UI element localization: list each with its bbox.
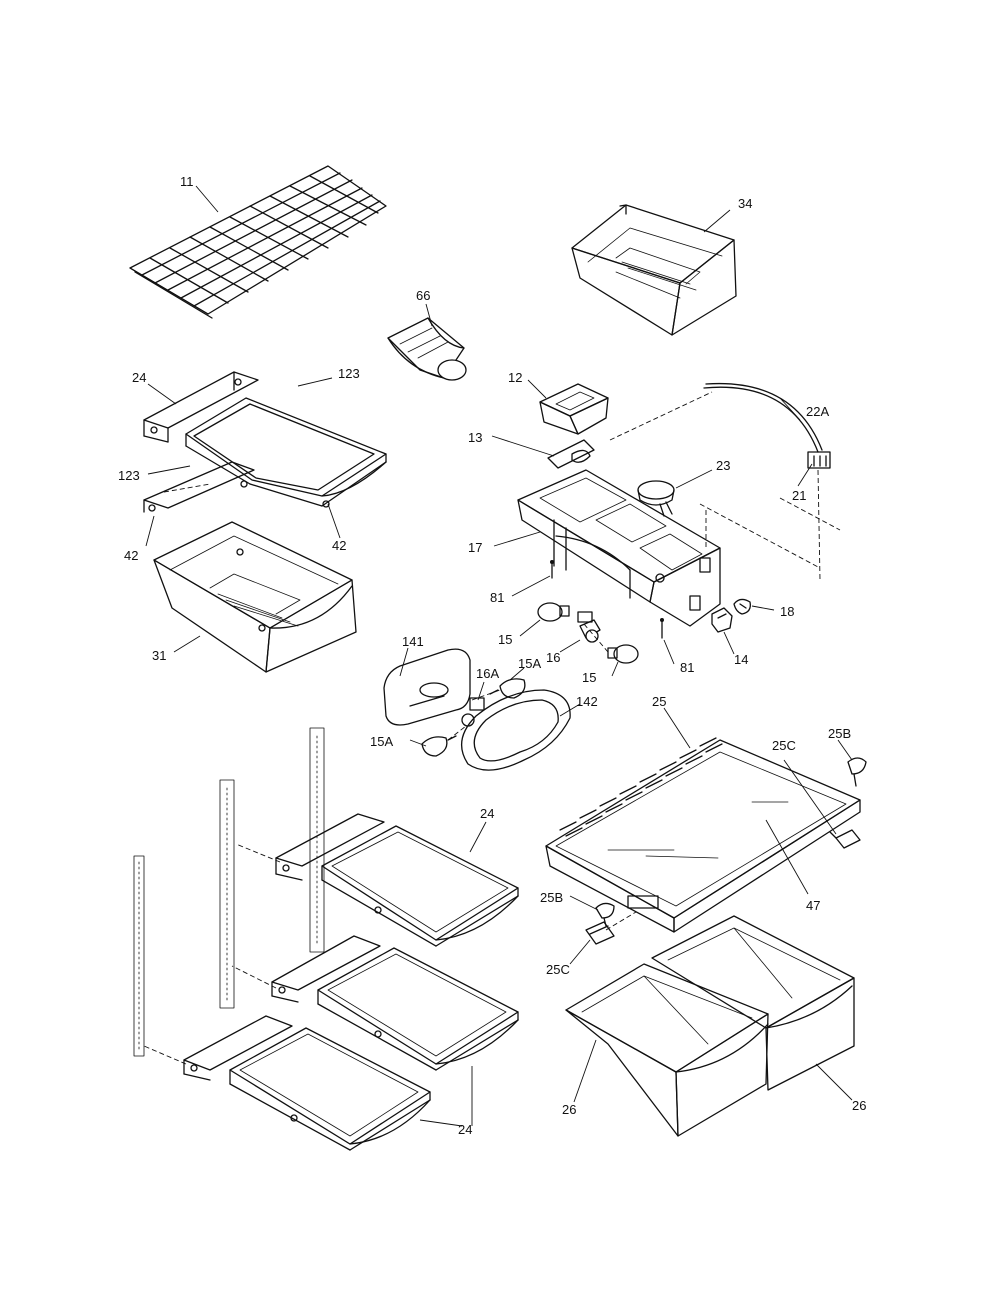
callout-15-right: 15 <box>582 670 596 685</box>
callout-15-left: 15 <box>498 632 512 647</box>
callout-142: 142 <box>576 694 598 709</box>
callout-17: 17 <box>468 540 482 555</box>
light-panel <box>383 648 471 726</box>
socket-16 <box>577 611 601 643</box>
bulb-15A-lower <box>421 735 457 757</box>
callout-123-upper: 123 <box>338 366 360 381</box>
callout-25C-right: 25C <box>772 738 796 753</box>
callout-12: 12 <box>508 370 522 385</box>
crisper-cover <box>545 737 861 933</box>
callout-16: 16 <box>546 650 560 665</box>
leader-lines <box>145 185 853 1127</box>
callout-24-bottom-shelf: 24 <box>458 1122 472 1137</box>
callout-26-right: 26 <box>852 1098 866 1113</box>
cover-clip-right <box>847 757 867 787</box>
screw-81-left <box>550 560 554 579</box>
callout-14: 14 <box>734 652 748 667</box>
wire-shelf <box>129 165 387 319</box>
light-housing <box>517 469 721 627</box>
glass-shelf-middle <box>271 935 519 1071</box>
control-cable <box>703 382 823 453</box>
bulb-15-right <box>607 644 639 664</box>
callout-26-left: 26 <box>562 1102 576 1117</box>
crisper-drawer-right <box>651 915 855 1091</box>
callout-25C-left: 25C <box>546 962 570 977</box>
cover-bracket-right <box>829 829 861 849</box>
callout-42-right: 42 <box>332 538 346 553</box>
light-lens-ring <box>460 689 571 771</box>
callout-15A-upper: 15A <box>518 656 541 671</box>
callout-23: 23 <box>716 458 730 473</box>
callout-123-lower: 123 <box>118 468 140 483</box>
callout-labels: 11 34 66 24 123 123 42 42 31 12 13 22A 2… <box>118 174 866 1137</box>
assembly-lines <box>143 391 841 1065</box>
clip-14 <box>711 607 733 633</box>
small-tray <box>387 317 467 381</box>
large-drawer <box>143 461 357 673</box>
cover-bracket-left <box>585 921 615 945</box>
callout-66: 66 <box>416 288 430 303</box>
callout-24-top-shelf: 24 <box>480 806 494 821</box>
callout-21: 21 <box>792 488 806 503</box>
glass-shelf-bottom <box>183 1015 431 1151</box>
light-cover-piece <box>547 439 595 469</box>
callout-81-right: 81 <box>680 660 694 675</box>
callout-18: 18 <box>780 604 794 619</box>
callout-25B-right: 25B <box>828 726 851 741</box>
small-bin <box>571 204 737 336</box>
upper-glass-shelf <box>143 371 387 508</box>
callout-141: 141 <box>402 634 424 649</box>
callout-31: 31 <box>152 648 166 663</box>
callout-25: 25 <box>652 694 666 709</box>
bulb-15A-upper <box>489 678 526 699</box>
shelf-rail-rear <box>133 855 145 1057</box>
shelf-rail-middle <box>219 779 235 1009</box>
callout-47: 47 <box>806 898 820 913</box>
callout-42-left: 42 <box>124 548 138 563</box>
light-box <box>539 383 609 435</box>
clip-18 <box>733 598 751 615</box>
glass-shelf-top <box>275 813 519 947</box>
socket-16A <box>461 697 485 727</box>
bulb-15-left <box>537 602 570 622</box>
callout-11: 11 <box>180 174 194 189</box>
shelf-rail-front <box>309 727 325 953</box>
callout-22A: 22A <box>806 404 829 419</box>
control-knob <box>637 480 675 517</box>
cable-connector <box>807 451 831 469</box>
callout-16A: 16A <box>476 666 499 681</box>
screw-81-right <box>660 618 664 639</box>
callout-81-left: 81 <box>490 590 504 605</box>
callout-24-upper: 24 <box>132 370 146 385</box>
crisper-drawer-left <box>565 963 769 1137</box>
callout-34: 34 <box>738 196 752 211</box>
callout-25B-left: 25B <box>540 890 563 905</box>
callout-15A-lower: 15A <box>370 734 393 749</box>
callout-13: 13 <box>468 430 482 445</box>
